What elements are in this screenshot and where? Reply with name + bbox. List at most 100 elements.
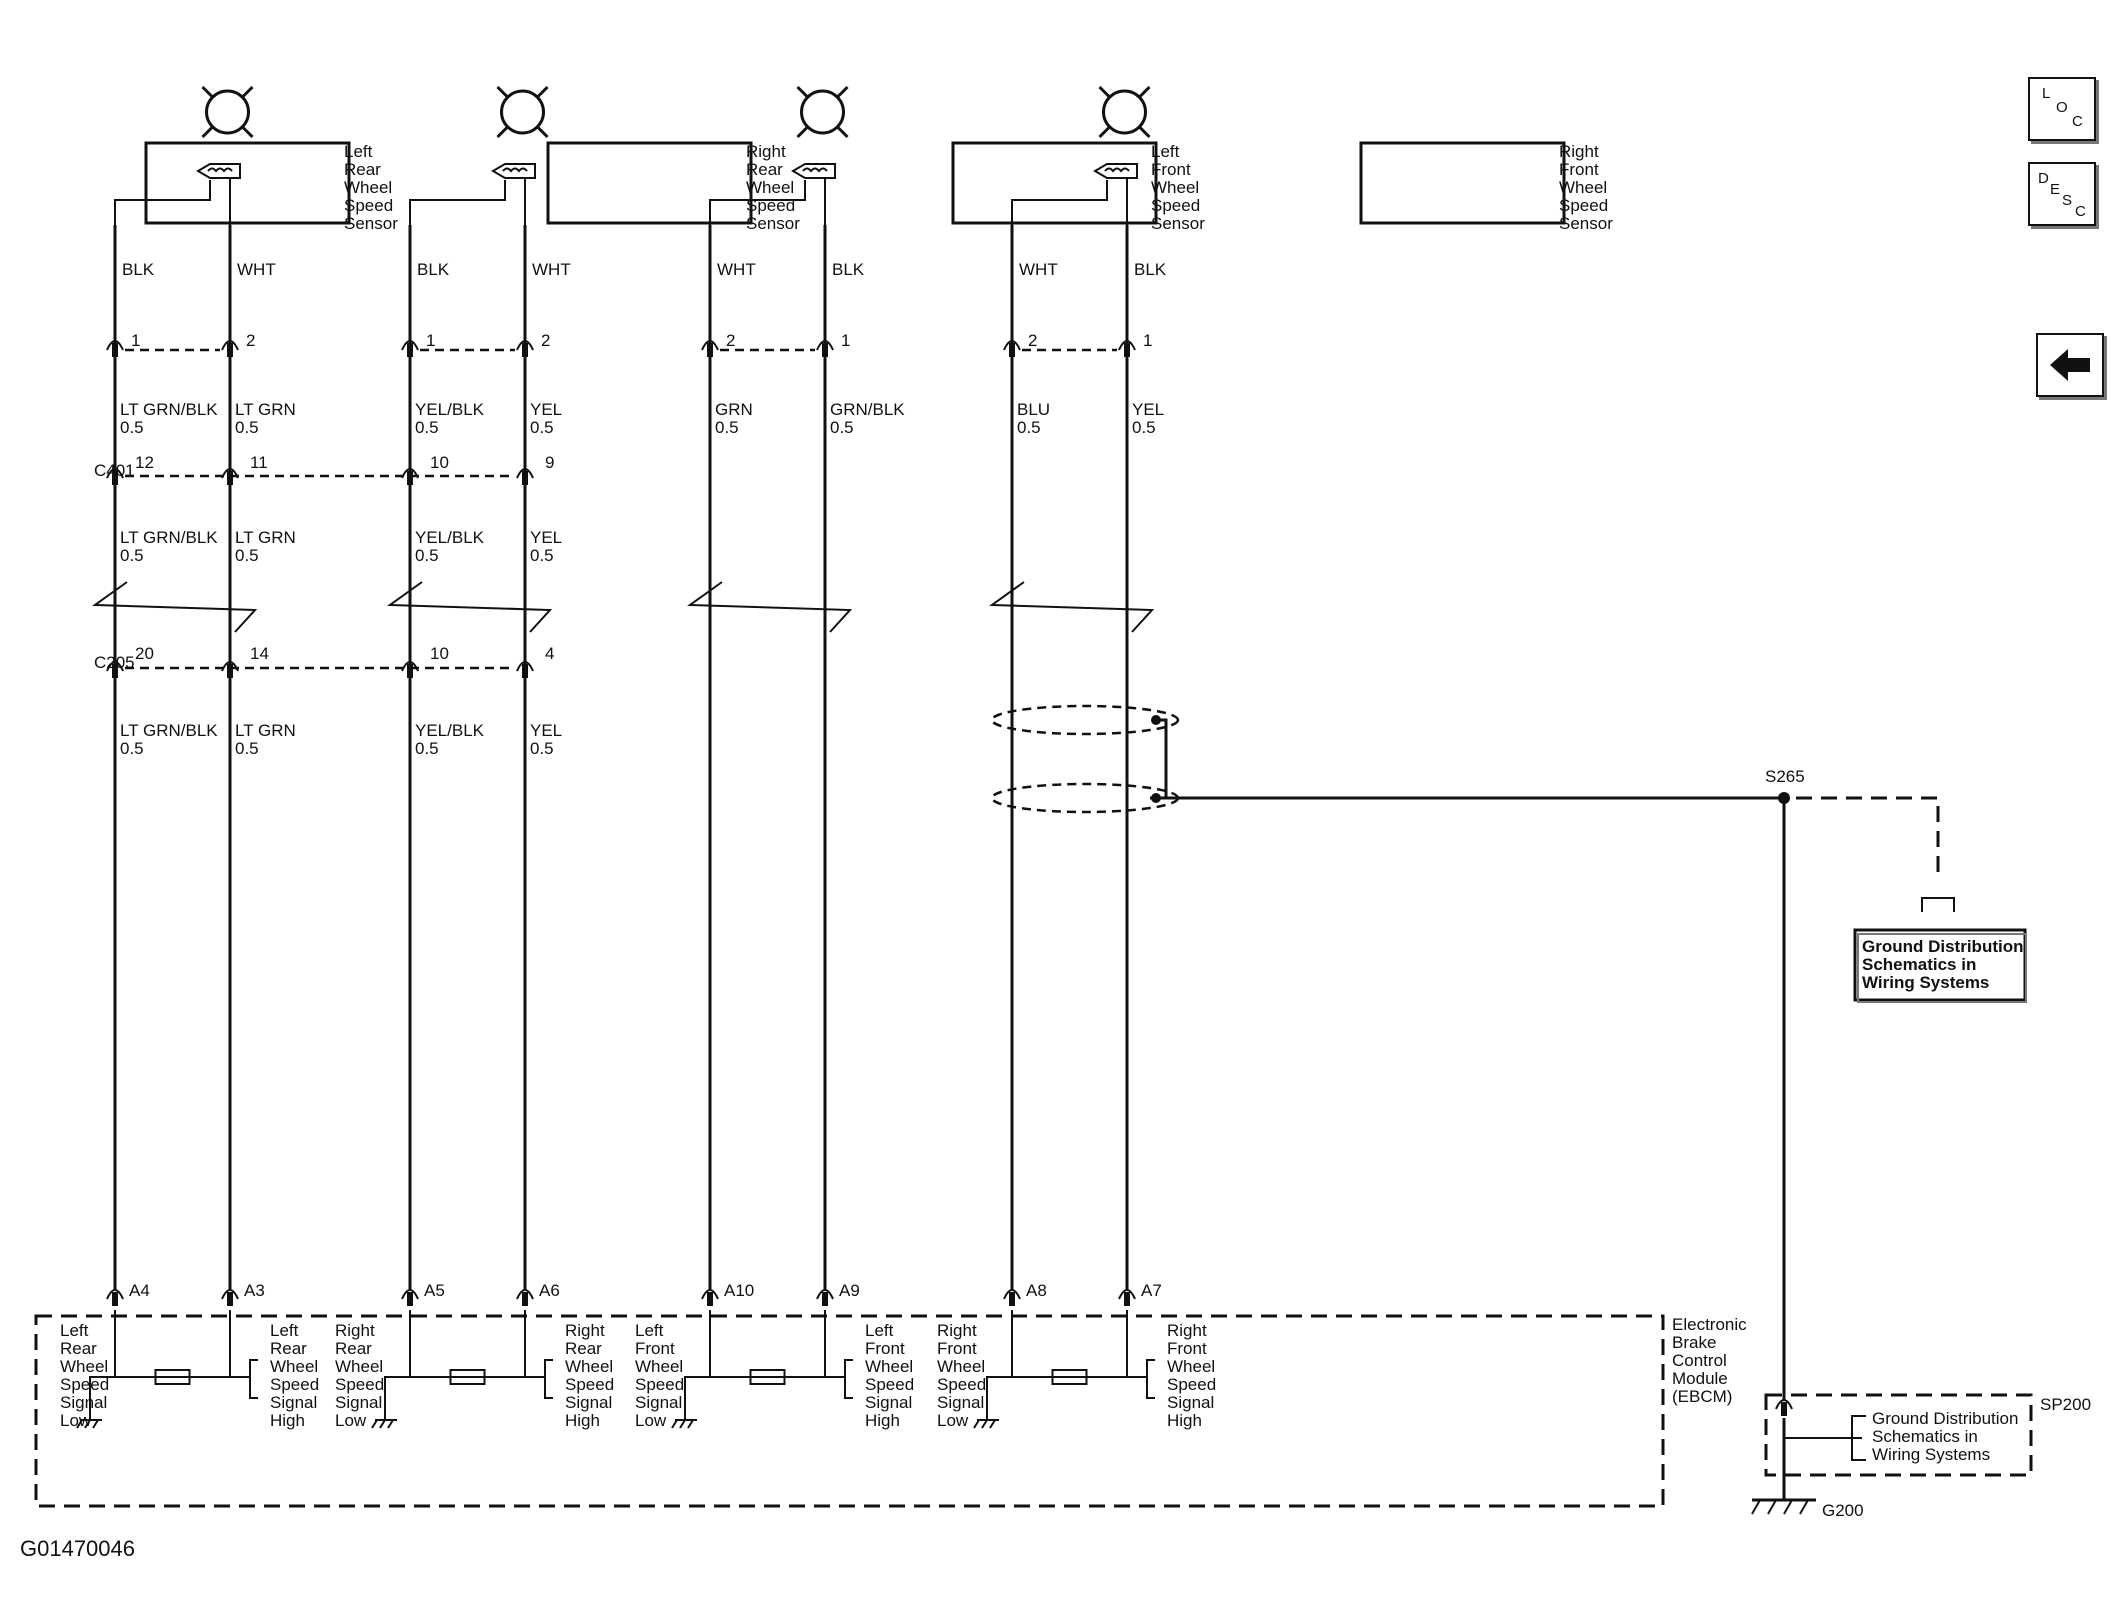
wire-color-label: BLK bbox=[122, 260, 155, 279]
ebcm-signal-label: Right bbox=[565, 1321, 605, 1340]
wheel-lug-icon bbox=[241, 125, 254, 139]
ebcm-signal-label: Wheel bbox=[335, 1357, 383, 1376]
g200-ground-icon bbox=[1751, 1499, 1761, 1515]
sensor-coil-winding-icon bbox=[802, 167, 828, 173]
ebcm-signal-label: Speed bbox=[635, 1375, 684, 1394]
ebcm-signal-label: Signal bbox=[1167, 1393, 1214, 1412]
pin-number-label: 1 bbox=[1143, 331, 1152, 350]
wire-gauge-label: 0.5 bbox=[830, 418, 854, 437]
pin-number-label: 1 bbox=[841, 331, 850, 350]
sensor-name-label: Wheel bbox=[1559, 178, 1607, 197]
ebcm-pin-label: A9 bbox=[839, 1281, 860, 1300]
wire-gauge-label: 0.5 bbox=[1017, 418, 1041, 437]
chassis-ground-icon bbox=[973, 1419, 980, 1429]
ebcm-signal-label: Left bbox=[270, 1321, 299, 1340]
ebcm-signal-label: Low bbox=[635, 1411, 667, 1430]
ebcm-signal-label: Front bbox=[1167, 1339, 1207, 1358]
loc-button[interactable]: L O C bbox=[2028, 77, 2096, 141]
ebcm-signal-label: Wheel bbox=[865, 1357, 913, 1376]
ebcm-input-circuit bbox=[709, 1310, 826, 1378]
ebcm-signal-label: Speed bbox=[937, 1375, 986, 1394]
wire-gauge-label: 0.5 bbox=[1132, 418, 1156, 437]
wire-gauge-label: 0.5 bbox=[415, 739, 439, 758]
sensor-internal-lead bbox=[114, 180, 211, 225]
ebcm-signal-label: Front bbox=[635, 1339, 675, 1358]
shield-ellipse bbox=[990, 704, 1180, 736]
desc-button[interactable]: D E S C bbox=[2028, 162, 2096, 226]
wire-color-label: BLK bbox=[832, 260, 865, 279]
sensor-name-label: Wheel bbox=[344, 178, 392, 197]
sp200-box bbox=[1764, 1393, 2033, 1477]
sensor-name-label: Wheel bbox=[746, 178, 794, 197]
chassis-ground-icon bbox=[981, 1419, 988, 1429]
wheel-lug-icon bbox=[536, 125, 549, 139]
ebcm-connector-terminal bbox=[822, 1292, 828, 1306]
wire-color-label: LT GRN bbox=[235, 528, 296, 547]
ebcm-signal-label: Wheel bbox=[270, 1357, 318, 1376]
sensor-box bbox=[1359, 141, 1566, 225]
ebcm-input-circuit bbox=[409, 1310, 526, 1378]
wire-color-label: YEL bbox=[530, 528, 562, 547]
desc-letter-2: E bbox=[2050, 181, 2061, 198]
ebcm-connector-terminal bbox=[522, 1292, 528, 1306]
ebcm-signal-label: Rear bbox=[60, 1339, 97, 1358]
wire-color-label: WHT bbox=[717, 260, 756, 279]
shield-junction-dot bbox=[1151, 715, 1161, 725]
ground-ref-label: Ground Distribution bbox=[1862, 937, 2023, 956]
ebcm-signal-label: Low bbox=[60, 1411, 92, 1430]
wheel-lug-icon bbox=[796, 85, 809, 99]
chassis-ground-icon bbox=[679, 1419, 686, 1429]
ebcm-pin-label: A5 bbox=[424, 1281, 445, 1300]
ebcm-pin-label: A10 bbox=[724, 1281, 754, 1300]
wire-color-label: GRN bbox=[715, 400, 753, 419]
wire-color-label: BLK bbox=[417, 260, 450, 279]
wire-gauge-label: 0.5 bbox=[235, 418, 259, 437]
wheel-lug-icon bbox=[201, 85, 214, 99]
ground-ref-label: Wiring Systems bbox=[1862, 973, 1989, 992]
ebcm-signal-label: Speed bbox=[1167, 1375, 1216, 1394]
shield-drain-wire bbox=[1150, 718, 1168, 800]
wheel-lug-icon bbox=[1098, 125, 1111, 139]
ebcm-signal-label: Rear bbox=[270, 1339, 307, 1358]
sensor-coil-icon bbox=[1093, 163, 1138, 179]
load-resistor-icon bbox=[1051, 1369, 1088, 1385]
c401-label: C401 bbox=[94, 461, 135, 480]
ebcm-connector-terminal bbox=[1009, 1292, 1015, 1306]
wheel-lug-icon bbox=[496, 125, 509, 139]
wire-color-label: YEL/BLK bbox=[415, 400, 485, 419]
sp200-connector-terminal bbox=[1781, 1402, 1787, 1416]
ebcm-signal-label: Front bbox=[937, 1339, 977, 1358]
ground-lead bbox=[384, 1376, 410, 1420]
ebcm-signal-label: Right bbox=[937, 1321, 977, 1340]
wheel-lug-icon bbox=[796, 125, 809, 139]
ebcm-signal-label: Left bbox=[60, 1321, 89, 1340]
harness-break-symbol bbox=[687, 581, 853, 633]
sensor-name-label: Left bbox=[1151, 142, 1180, 161]
signal-bracket bbox=[1146, 1359, 1155, 1399]
sensor-name-label: Sensor bbox=[1151, 214, 1205, 233]
pin-number-label: 12 bbox=[135, 453, 154, 472]
pin-number-label: 20 bbox=[135, 644, 154, 663]
ground-ref-link bbox=[1796, 796, 1940, 880]
wire-gauge-label: 0.5 bbox=[120, 739, 144, 758]
sensor-name-label: Sensor bbox=[746, 214, 800, 233]
signal-bracket bbox=[844, 1359, 853, 1399]
back-button[interactable] bbox=[2036, 333, 2104, 397]
c205-label: C205 bbox=[94, 653, 135, 672]
ebcm-name-label: (EBCM) bbox=[1672, 1387, 1732, 1406]
ebcm-signal-label: Front bbox=[865, 1339, 905, 1358]
wheel-icon bbox=[1102, 89, 1147, 135]
ebcm-input-circuit bbox=[114, 1310, 231, 1378]
wire-color-label: LT GRN bbox=[235, 721, 296, 740]
sensor-coil-icon bbox=[196, 163, 241, 179]
ebcm-signal-label: High bbox=[865, 1411, 900, 1430]
harness-break-symbol bbox=[387, 581, 553, 633]
ground-lead bbox=[684, 1376, 710, 1420]
wheel-lug-icon bbox=[836, 125, 849, 139]
pin-number-label: 2 bbox=[1028, 331, 1037, 350]
ebcm-signal-label: Low bbox=[335, 1411, 367, 1430]
sensor-coil-icon bbox=[791, 163, 836, 179]
ground-ref-label: Schematics in bbox=[1862, 955, 1976, 974]
wire-gauge-label: 0.5 bbox=[715, 418, 739, 437]
